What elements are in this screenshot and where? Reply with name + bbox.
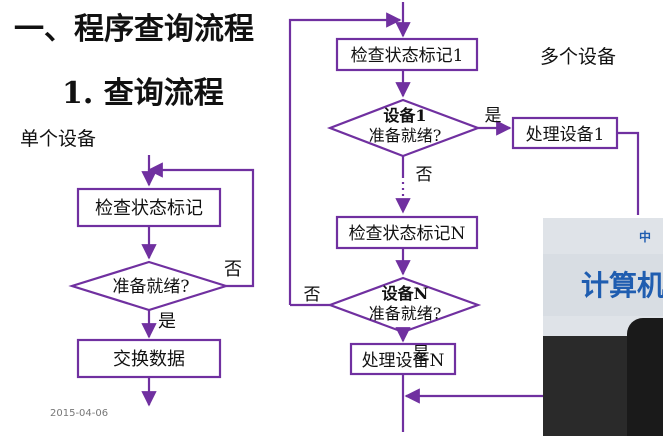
multi-decisionN-line2: 准备就绪? — [369, 304, 442, 323]
multi-handleN-text: 处理设备N — [362, 351, 445, 371]
multi-handle1-box — [511, 116, 619, 150]
single-yes-label: 是 — [158, 311, 176, 332]
slide-title: 一、程序查询流程 — [14, 12, 254, 47]
multi-checkN-box — [335, 215, 479, 250]
single-no-label: 否 — [224, 259, 242, 280]
multi-decision1-line2: 准备就绪? — [369, 126, 442, 145]
slide-subtitle: 1. 查询流程 — [62, 76, 224, 111]
multi-handleN-box — [349, 342, 457, 376]
multi-handle1-text: 处理设备1 — [526, 125, 605, 145]
single-check-box — [76, 187, 222, 228]
multi-yesN-label: 是 — [413, 344, 430, 364]
video-glimpse-text: 中 — [639, 230, 652, 244]
multi-check1-text: 检查状态标记1 — [351, 46, 464, 66]
multi-flowchart — [288, 2, 640, 432]
multi-no1-label: 否 — [416, 165, 433, 185]
multi-device-label: 多个设备 — [540, 46, 617, 68]
multi-check1-box — [335, 37, 479, 72]
video-banner — [543, 254, 663, 316]
multi-yes1-label: 是 — [485, 106, 502, 126]
single-exchange-text: 交换数据 — [113, 349, 185, 370]
single-no-loop — [147, 162, 255, 288]
multi-checkN-text: 检查状态标记N — [349, 224, 466, 244]
single-decision-text: 准备就绪? — [112, 277, 189, 297]
slide-date: 2015-04-06 — [50, 408, 109, 419]
multi-noN-label: 否 — [304, 285, 321, 305]
multi-decision1-line1: 设备1 — [383, 106, 426, 125]
multi-outer-loop — [288, 12, 402, 305]
video-overlay: 中 计算机 — [543, 218, 663, 436]
single-check-text: 检查状态标记 — [95, 198, 203, 219]
multi-handle1-exit-line — [617, 131, 640, 215]
multi-decisionN-line1: 设备N — [382, 284, 429, 303]
single-flowchart — [68, 155, 255, 407]
single-device-label: 单个设备 — [20, 128, 97, 150]
video-banner-text: 计算机 — [581, 269, 663, 302]
video-person — [627, 318, 663, 436]
